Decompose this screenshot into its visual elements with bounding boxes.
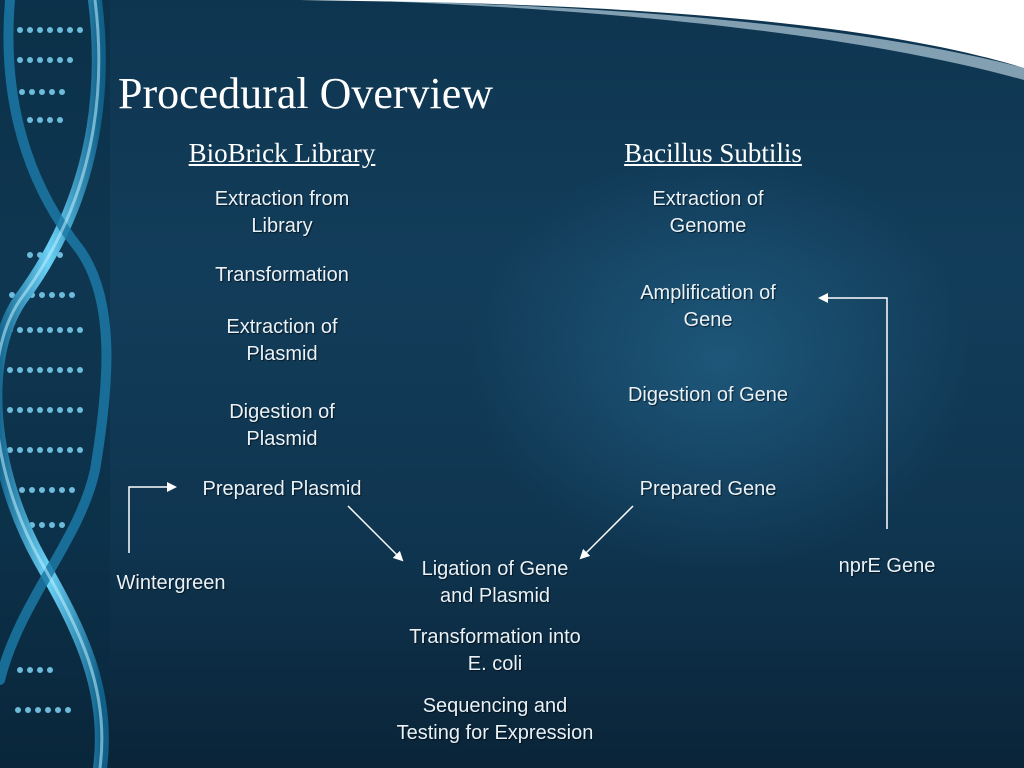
step-extraction-of-genome: Extraction of Genome [652,188,764,237]
step-digestion-of-plasmid: Digestion of Plasmid [229,401,335,450]
heading-bacillus-subtilis: Bacillus Subtilis [624,138,802,168]
step-prepared-plasmid: Prepared Plasmid [202,478,362,500]
step-digestion-of-gene: Digestion of Gene [627,384,789,406]
step-extraction-of-plasmid: Extraction of Plasmid [226,316,338,365]
input-npre-gene: nprE Gene [838,555,936,577]
top-swoosh [300,0,1024,68]
step-sequencing-and-testing: Sequencing and Testing for Expression [396,695,594,744]
step-prepared-gene: Prepared Gene [639,478,777,500]
step-ligation: Ligation of Gene and Plasmid [421,558,569,607]
dna-strand-back [0,0,112,685]
step-transformation-into-ecoli: Transformation into E. coli [409,626,581,675]
step-amplification-of-gene: Amplification of Gene [640,282,776,331]
dna-rungs [7,27,83,713]
input-wintergreen: Wintergreen [116,572,226,594]
step-transformation: Transformation [215,264,349,286]
step-extraction-from-library: Extraction from Library [214,188,350,237]
heading-biobrick-library: BioBrick Library [188,138,376,168]
slide-title: Procedural Overview [118,69,494,118]
